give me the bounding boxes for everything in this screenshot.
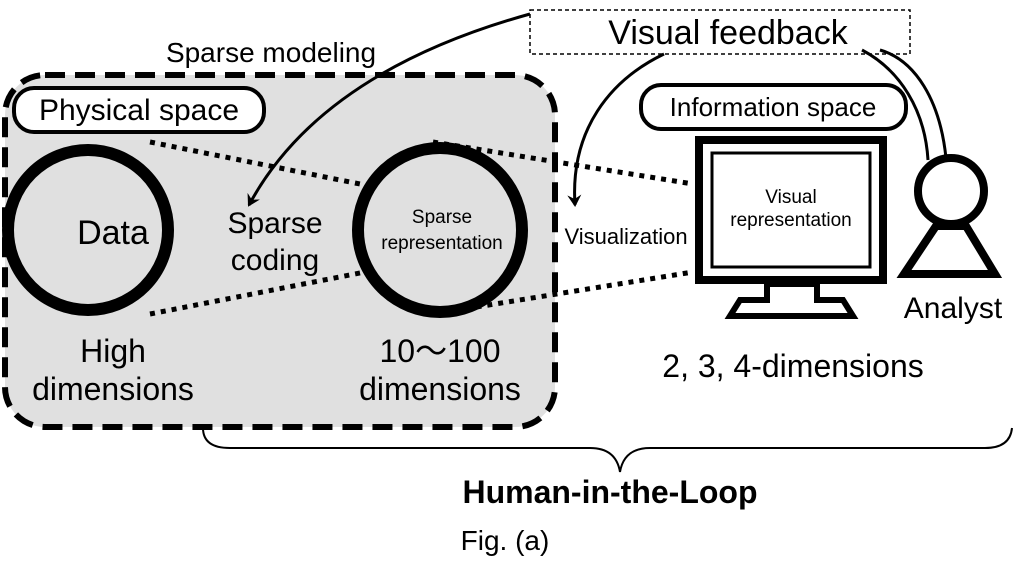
information-space-label: Information space — [670, 92, 877, 122]
visual-representation-line1: Visual — [765, 187, 816, 208]
high-dimensions-line1: High — [80, 333, 146, 369]
data-circle — [2, 144, 174, 316]
visual-feedback-label: Visual feedback — [608, 14, 848, 52]
visual-feedback-box — [529, 9, 911, 55]
sparse-representation-label-line2: representation — [381, 233, 502, 254]
mid-dimensions-line2: dimensions — [359, 371, 521, 407]
sparse-coding-label-line2: coding — [231, 244, 319, 277]
physical-space-label-box — [12, 86, 266, 134]
visualization-arrow — [567, 52, 665, 207]
figure-caption: Fig. (a) — [461, 525, 550, 556]
sparse-coding-label-line1: Sparse — [227, 207, 322, 240]
data-label: Data — [77, 214, 149, 252]
sparse-representation-label-line1: Sparse — [412, 207, 472, 228]
human-in-the-loop-label: Human-in-the-Loop — [462, 474, 757, 510]
sparse-modeling-arrow — [247, 12, 531, 207]
analyst-label: Analyst — [904, 292, 1003, 325]
sparse-representation-circle — [352, 142, 528, 318]
feedback-loop-lines — [861, 48, 948, 161]
mid-dimensions-line1: 10～100 — [380, 333, 501, 369]
monitor-icon — [695, 136, 887, 319]
information-space-label-box — [639, 83, 908, 131]
sparse-modeling-label: Sparse modeling — [166, 37, 376, 68]
low-dimensions-label: 2, 3, 4-dimensions — [662, 348, 923, 384]
physical-space-label: Physical space — [39, 94, 239, 127]
visualization-label: Visualization — [564, 224, 687, 249]
human-in-the-loop-brace — [202, 427, 1013, 473]
visual-representation-line2: representation — [730, 210, 851, 231]
high-dimensions-line2: dimensions — [32, 371, 194, 407]
projection-lines — [149, 139, 694, 317]
analyst-icon — [896, 154, 1003, 278]
